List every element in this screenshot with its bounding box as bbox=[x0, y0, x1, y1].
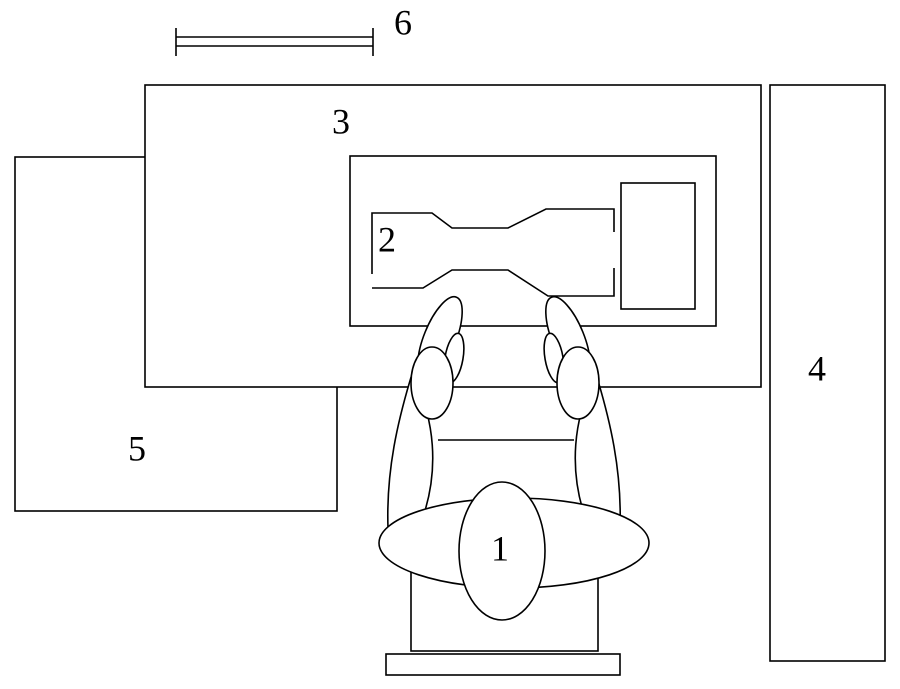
workpiece bbox=[371, 208, 615, 297]
label-left-table: 5 bbox=[128, 428, 146, 468]
operator-figure bbox=[378, 295, 650, 676]
operator-head bbox=[458, 481, 546, 621]
label-workbench: 3 bbox=[332, 101, 350, 141]
scale-bar bbox=[175, 28, 374, 56]
label-scale-bar: 6 bbox=[394, 2, 412, 42]
chair-base bbox=[385, 653, 621, 676]
label-workpiece: 2 bbox=[378, 219, 396, 259]
side-cabinet bbox=[769, 84, 886, 662]
fixture-block bbox=[620, 182, 696, 310]
label-operator: 1 bbox=[491, 528, 509, 568]
label-side-cabinet: 4 bbox=[808, 348, 826, 388]
